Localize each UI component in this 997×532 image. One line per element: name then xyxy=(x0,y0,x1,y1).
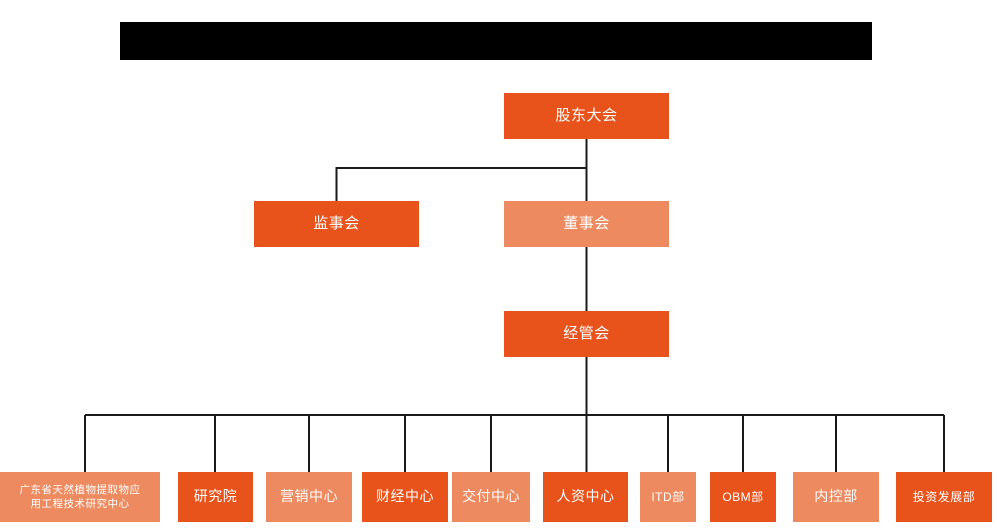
node-hr-center-label: 人资中心 xyxy=(556,488,615,505)
node-supervisory-board[interactable]: 监事会 xyxy=(254,201,419,247)
node-finance-center-label: 财经中心 xyxy=(376,488,434,505)
node-marketing-center-label: 营销中心 xyxy=(280,488,338,505)
node-guangdong-research-center[interactable]: 广东省天然植物提取物应 用工程技术研究中心 xyxy=(0,472,160,522)
node-investment-development-department[interactable]: 投资发展部 xyxy=(896,472,992,522)
node-itd-department-label: ITD部 xyxy=(651,489,685,504)
edge-shareholders-to-supervisory xyxy=(335,166,587,201)
node-finance-center[interactable]: 财经中心 xyxy=(362,472,448,522)
node-hr-center[interactable]: 人资中心 xyxy=(543,472,628,522)
node-internal-control-department[interactable]: 内控部 xyxy=(793,472,879,522)
node-management-committee-label: 经管会 xyxy=(563,324,610,342)
node-shareholders[interactable]: 股东大会 xyxy=(504,93,669,139)
node-delivery-center-label: 交付中心 xyxy=(462,488,520,505)
node-board-of-directors-label: 董事会 xyxy=(563,214,610,232)
node-supervisory-board-label: 监事会 xyxy=(313,214,360,232)
node-research-institute-label: 研究院 xyxy=(193,488,238,505)
node-guangdong-research-center-label: 广东省天然植物提取物应 用工程技术研究中心 xyxy=(19,483,141,510)
node-delivery-center[interactable]: 交付中心 xyxy=(452,472,530,522)
node-management-committee[interactable]: 经管会 xyxy=(504,311,669,357)
node-obm-department[interactable]: OBM部 xyxy=(710,472,776,522)
node-itd-department[interactable]: ITD部 xyxy=(640,472,696,522)
node-obm-department-label: OBM部 xyxy=(722,489,764,504)
node-marketing-center[interactable]: 营销中心 xyxy=(266,472,352,522)
redaction-bar xyxy=(120,22,872,60)
node-research-institute[interactable]: 研究院 xyxy=(178,472,253,522)
node-internal-control-department-label: 内控部 xyxy=(814,488,858,505)
node-shareholders-label: 股东大会 xyxy=(555,106,618,124)
node-board-of-directors[interactable]: 董事会 xyxy=(504,201,669,247)
node-investment-development-department-label: 投资发展部 xyxy=(912,489,976,504)
